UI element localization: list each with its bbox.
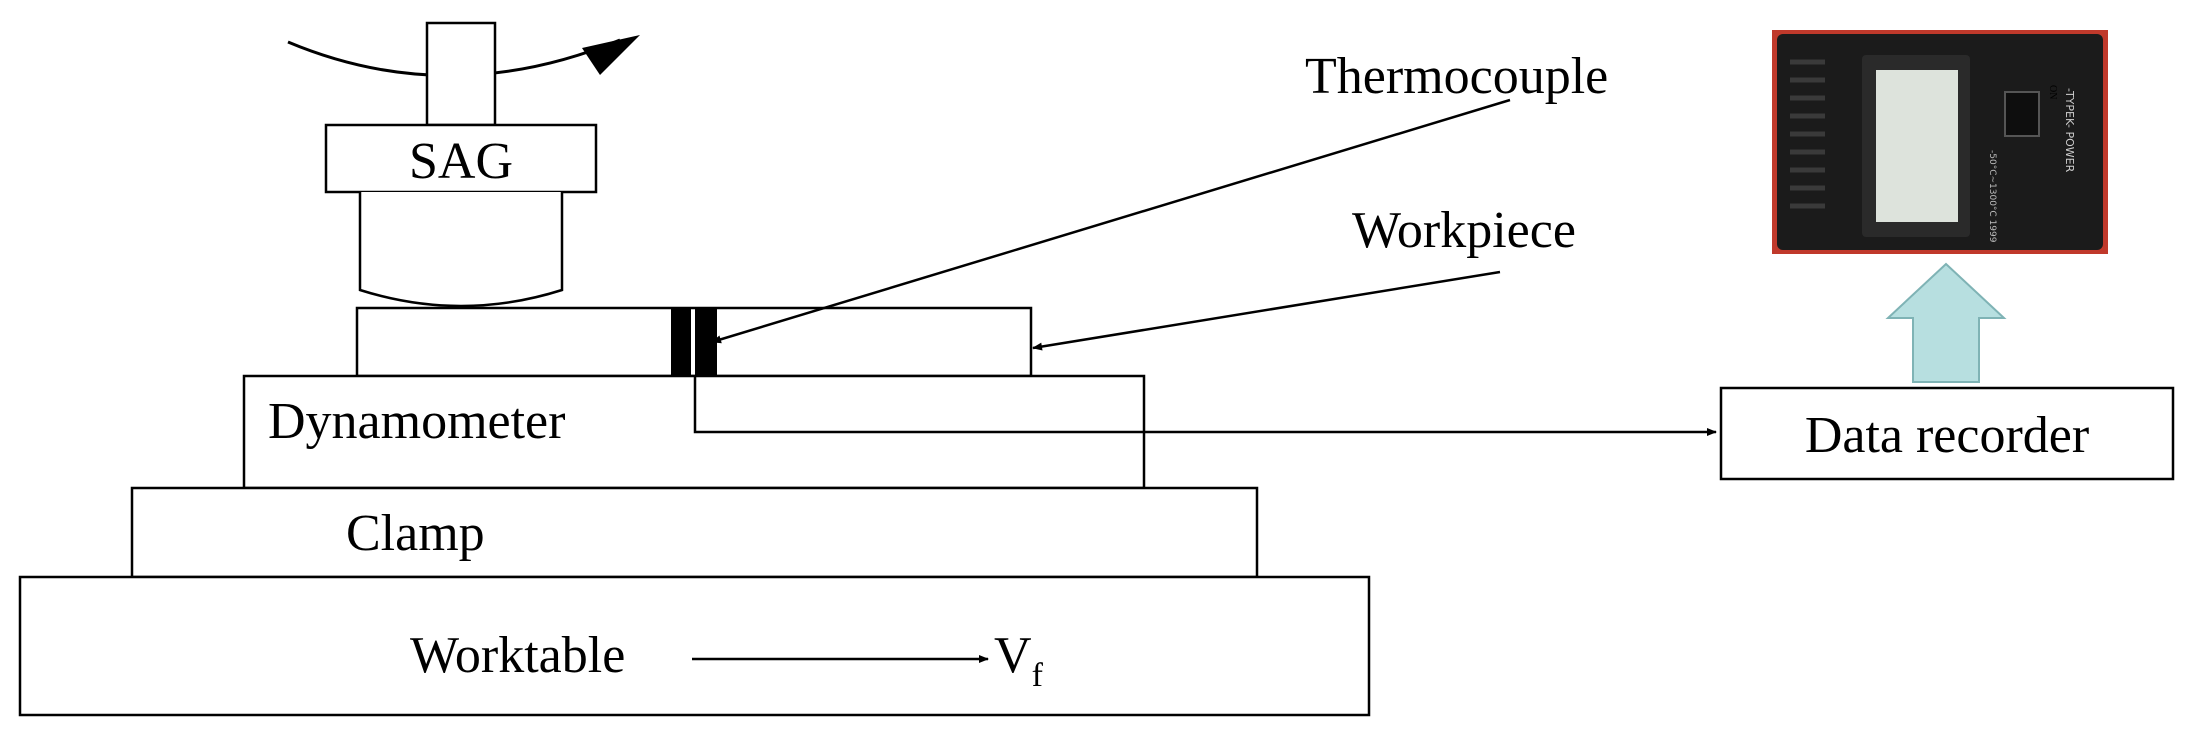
data-recorder-label: Data recorder [1805,407,2089,464]
switch-label: ON [2047,85,2058,99]
device-screen [1876,70,1958,222]
worktable-label: Worktable [410,627,625,684]
data-recorder-photo: ON -TYPEK- POWER -50°C~1300°C 1999 [1772,30,2108,254]
workpiece-label: Workpiece [1352,202,1576,259]
clamp-label: Clamp [346,505,485,562]
thermocouple-probe-right [695,308,717,376]
signal-wire [693,376,1717,436]
device-spec-text: -50°C~1300°C 1999 [1987,150,1997,243]
thermocouple-label: Thermocouple [1305,48,1608,105]
thermocouple-gap [691,310,695,374]
thermocouple-probe [671,308,691,376]
upload-arrow [1885,262,2007,383]
sag-label: SAG [409,133,513,190]
grinding-wheel [358,192,564,308]
thermocouple-pointer [711,98,1511,344]
clamp-block [130,486,1259,579]
spindle-shaft [425,21,497,127]
power-switch [2004,91,2040,137]
feed-velocity-label: Vf [994,627,1044,694]
worktable-block [18,575,1371,717]
workpiece-pointer [1032,270,1501,351]
dynamometer-label: Dynamometer [268,393,565,450]
data-recorder-box [1719,386,2175,481]
sag-block [324,123,598,194]
device-side-text: -TYPEK- POWER [2063,88,2076,173]
